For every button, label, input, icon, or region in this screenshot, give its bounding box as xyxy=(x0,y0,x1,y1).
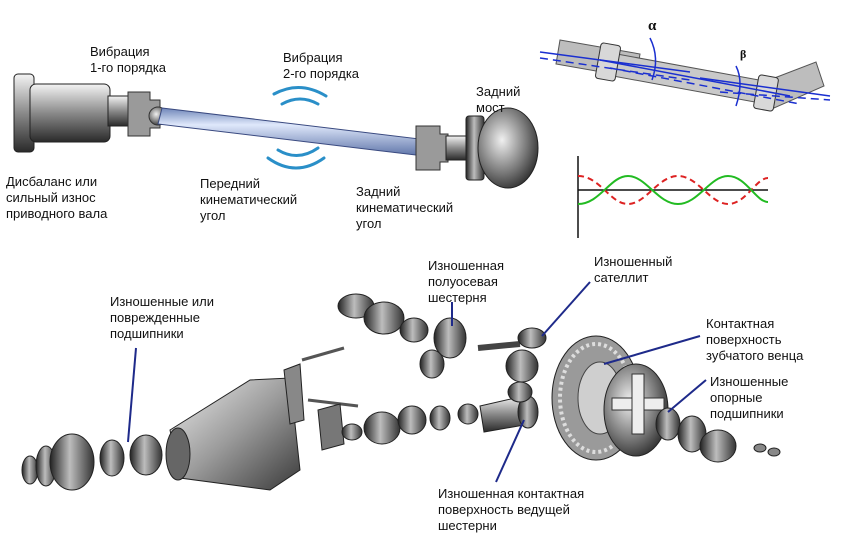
housing-bolt xyxy=(301,346,345,362)
housing-cap xyxy=(317,403,345,451)
label-pinion-contact-surface: Изношенная контактная поверхность ведуще… xyxy=(438,486,585,533)
label-ring-gear-contact: Контактная поверхность зубчатого венца xyxy=(706,316,804,363)
leader-pinion-contact xyxy=(495,419,525,483)
label-rear-axle: Задний мост xyxy=(476,84,521,115)
pinion-flange xyxy=(445,135,469,161)
transmission-output xyxy=(107,95,131,127)
alpha-symbol: α xyxy=(648,18,657,34)
leader-ring-gear xyxy=(603,335,701,365)
pinion-bearing-outer xyxy=(129,434,163,476)
drive-shaft-assembly xyxy=(13,73,539,189)
label-imbalance: Дисбаланс или сильный износ приводного в… xyxy=(6,174,108,221)
carrier-bearing xyxy=(655,407,681,441)
pinion-seal xyxy=(99,439,125,477)
shim xyxy=(457,403,479,425)
small-clip-2 xyxy=(767,447,781,457)
exploded-differential xyxy=(21,293,781,491)
leader-support-bearings xyxy=(667,379,707,413)
label-vibration-second-order: Вибрация 2-го порядка xyxy=(283,50,360,81)
label-vibration-first-order: Вибрация 1-го порядка xyxy=(90,44,167,75)
rear-yoke xyxy=(415,125,449,171)
angle-diagram: α β xyxy=(539,18,831,112)
angle-joint-rear xyxy=(753,74,779,112)
side-gear-washer xyxy=(419,349,445,379)
label-front-kinematic-angle: Передний кинематический угол xyxy=(200,176,298,223)
small-washer xyxy=(341,423,363,441)
leader-worn-bearings xyxy=(127,347,137,443)
leader-lines xyxy=(127,281,707,483)
rear-axle-housing xyxy=(477,107,539,189)
propeller-shaft xyxy=(157,107,429,157)
side-bearing-race xyxy=(399,317,429,343)
differential-carrier xyxy=(603,363,669,457)
spider-gear-lower xyxy=(507,381,533,403)
axle-housing-nose xyxy=(165,427,191,481)
phase-wave-graph xyxy=(577,156,769,238)
spider-gear-upper xyxy=(517,327,547,349)
transmission-housing xyxy=(29,83,111,143)
spider-gear xyxy=(505,349,539,383)
wave-green-solid xyxy=(577,174,769,206)
label-worn-bearings: Изношенные или поврежденные подшипники xyxy=(110,294,215,341)
label-rear-kinematic-angle: Задний кинематический угол xyxy=(356,184,454,231)
front-yoke xyxy=(127,91,161,137)
side-gear xyxy=(433,317,467,359)
collapsible-spacer xyxy=(429,405,451,431)
housing-stud xyxy=(307,398,359,408)
side-bearing xyxy=(363,301,405,335)
wave-red-dashed xyxy=(577,174,769,206)
beta-symbol: β xyxy=(740,47,746,61)
pinion-nut xyxy=(21,455,39,485)
carrier-shim xyxy=(699,429,737,463)
label-worn-support-bearings: Изношенные опорные подшипники xyxy=(710,374,789,421)
pinion-flange-part xyxy=(49,433,95,491)
axle-housing xyxy=(169,377,301,491)
pinion-bearing-race xyxy=(397,405,427,435)
label-worn-pinion-gear: Изношенный сателлит xyxy=(594,254,673,285)
housing-bracket xyxy=(283,363,305,425)
leader-pinion-gear xyxy=(541,281,591,337)
vibration-waves xyxy=(266,86,328,170)
small-clip xyxy=(753,443,767,453)
pinion-bearing xyxy=(363,411,401,445)
label-worn-side-gear: Изношенная полуосевая шестерня xyxy=(428,258,505,305)
cross-pin xyxy=(477,341,521,351)
